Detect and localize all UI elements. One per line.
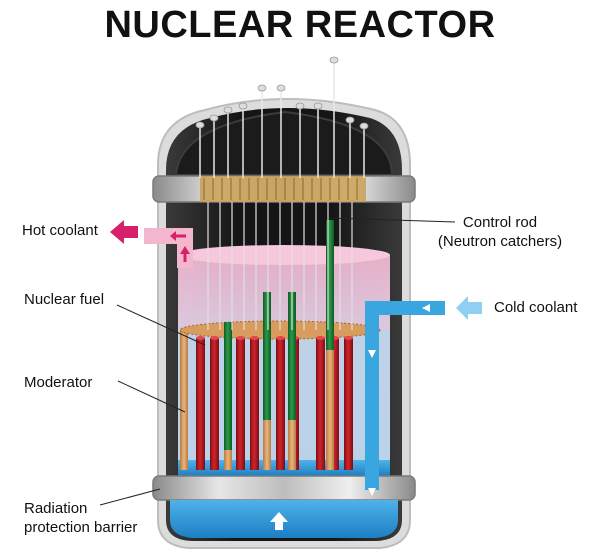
cold-coolant-arrow-icon (456, 296, 482, 320)
fuel-rod (344, 336, 353, 470)
flow-arrow-icon (368, 304, 430, 496)
leader-lines (99, 217, 456, 506)
rod-drive-stem (276, 84, 286, 178)
hot-coolant-arrow-icon (110, 220, 138, 244)
label-protection-barrier: protection barrier (24, 519, 138, 536)
rod-drive-stem (209, 114, 219, 178)
rod-drive-stem (359, 122, 369, 178)
control-rod (326, 220, 334, 470)
fuel-rod (236, 336, 245, 470)
control-rod (263, 292, 271, 470)
diagram-title: NUCLEAR REACTOR (104, 4, 496, 46)
fuel-rod (316, 336, 325, 470)
rod-drive-stem (257, 84, 267, 178)
fuel-rod (196, 336, 205, 470)
rod-drive-stem (329, 56, 339, 178)
fuel-rod (210, 336, 219, 470)
rod-drive-stem (238, 102, 248, 178)
label-control-rod: Control rod (462, 214, 538, 231)
label-moderator: Moderator (24, 374, 93, 391)
label-hot-coolant: Hot coolant (22, 222, 98, 239)
rod-drive-stem (223, 106, 233, 178)
rod-drive-stem (195, 121, 205, 178)
flow-arrow-icon (270, 512, 288, 530)
rod-drive-stem (345, 116, 355, 178)
label-nuclear-fuel: Nuclear fuel (24, 291, 105, 308)
vessel-dome (174, 110, 394, 176)
rod-drive-stem (313, 102, 323, 178)
control-rod (224, 322, 232, 470)
control-rod (288, 292, 296, 470)
cold-coolant-pipe (365, 301, 445, 490)
moderator-wall-left (180, 330, 188, 470)
rod-drive-stem (295, 102, 305, 178)
label-neutron-catchers: (Neutron catchers) (437, 233, 563, 250)
fuel-rod (276, 336, 285, 470)
fuel-rod (250, 336, 259, 470)
label-cold-coolant: Cold coolant (494, 299, 578, 316)
label-radiation: Radiation (24, 500, 88, 517)
